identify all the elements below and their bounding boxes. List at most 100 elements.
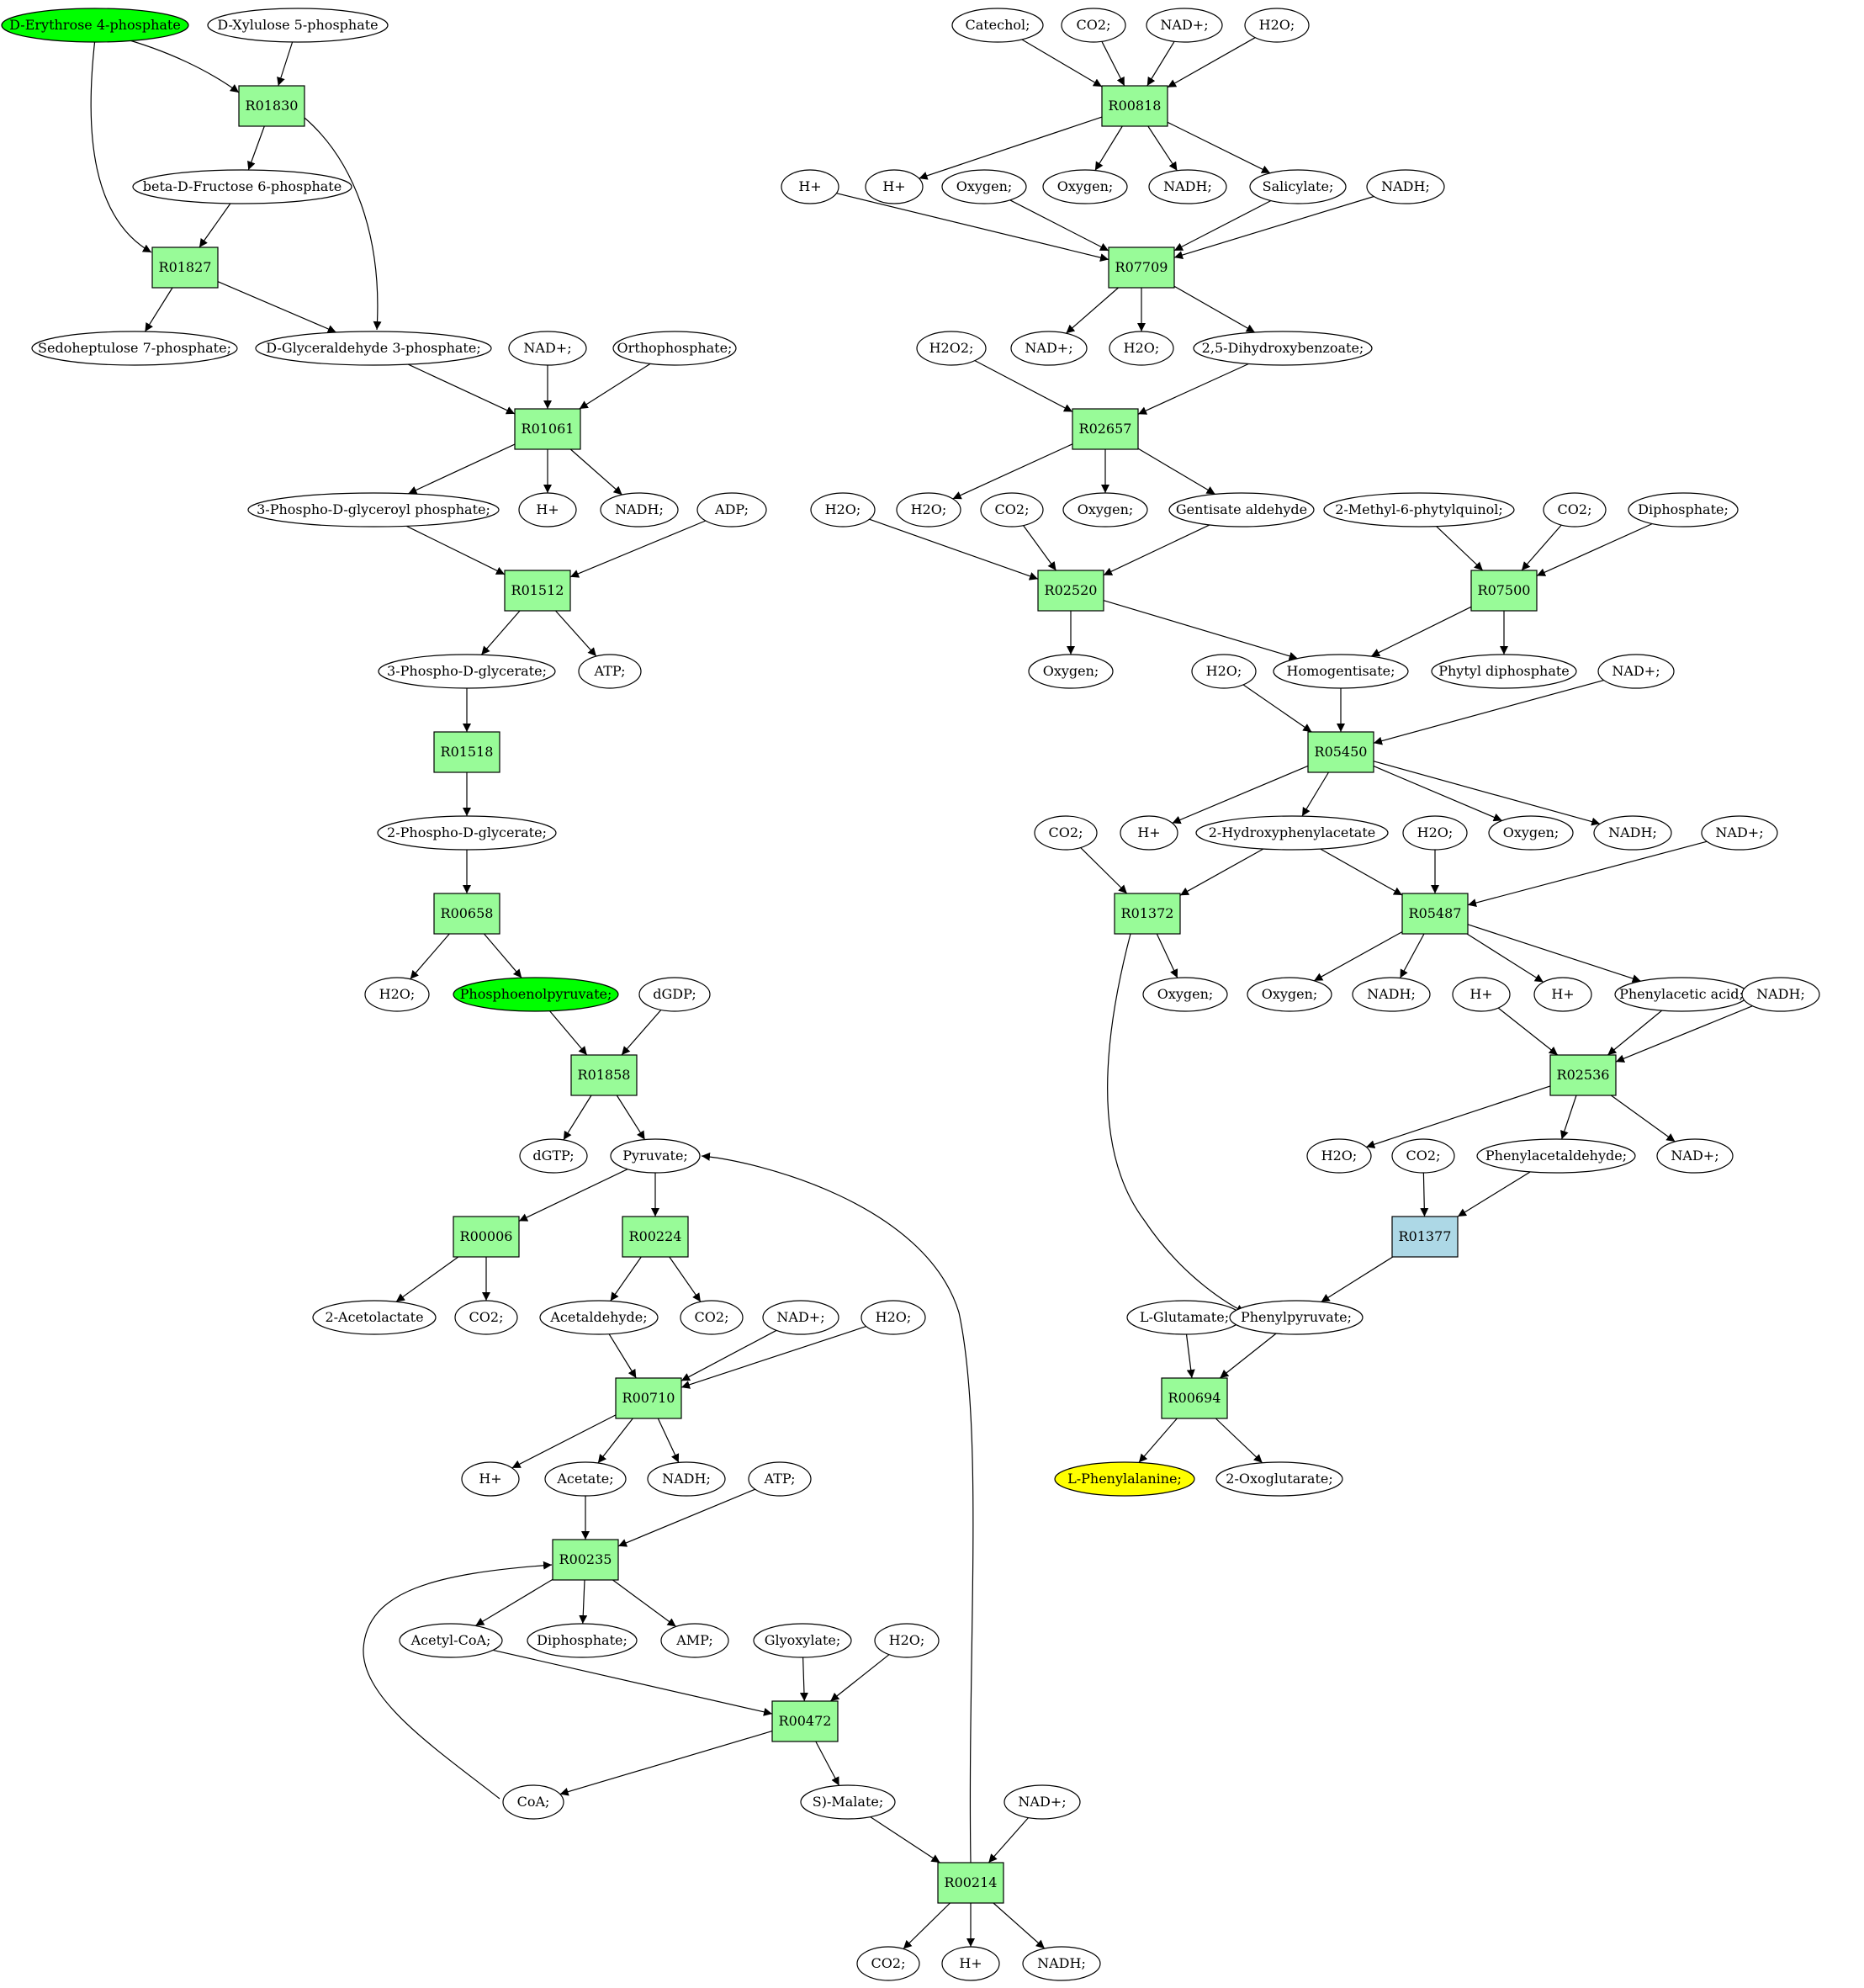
- reaction-node-r14[interactable]: R00818: [1101, 85, 1168, 127]
- metabolite-node-m48[interactable]: Oxygen;: [1042, 169, 1128, 204]
- metabolite-node-m14[interactable]: 2-Phospho-D-glycerate;: [377, 815, 557, 851]
- reaction-node-r13[interactable]: R00214: [937, 1862, 1004, 1904]
- metabolite-node-m23[interactable]: CO2;: [680, 1300, 744, 1335]
- metabolite-node-m85[interactable]: Phenylacetaldehyde;: [1476, 1138, 1636, 1174]
- metabolite-node-m60[interactable]: Gentisate aldehyde: [1168, 492, 1315, 527]
- metabolite-node-m67[interactable]: Phytyl diphosphate: [1431, 654, 1577, 689]
- reaction-node-r15[interactable]: R07709: [1108, 247, 1175, 289]
- metabolite-node-m4[interactable]: Sedoheptulose 7-phosphate;: [31, 331, 238, 366]
- metabolite-node-m49[interactable]: NADH;: [1148, 169, 1227, 204]
- reaction-node-r24[interactable]: R00694: [1161, 1377, 1228, 1419]
- reaction-node-r5[interactable]: R01518: [433, 731, 500, 773]
- metabolite-node-m54[interactable]: H2O;: [1109, 331, 1174, 366]
- reaction-node-r4[interactable]: R01512: [504, 570, 571, 612]
- reaction-node-r18[interactable]: R07500: [1470, 570, 1538, 612]
- reaction-node-r17[interactable]: R02520: [1037, 570, 1104, 612]
- metabolite-node-m11[interactable]: ADP;: [696, 492, 767, 527]
- metabolite-node-m58[interactable]: CO2;: [980, 492, 1044, 527]
- metabolite-node-m19[interactable]: Pyruvate;: [610, 1138, 701, 1174]
- reaction-node-r1[interactable]: R01830: [238, 85, 305, 127]
- metabolite-node-m81[interactable]: Phenylacetic acid;: [1614, 977, 1749, 1012]
- metabolite-node-m29[interactable]: ATP;: [748, 1461, 812, 1497]
- metabolite-node-m72[interactable]: H2O;: [1402, 815, 1468, 851]
- metabolite-node-m84[interactable]: CO2;: [1391, 1138, 1455, 1174]
- metabolite-node-m15[interactable]: H2O;: [364, 977, 430, 1012]
- metabolite-node-m51[interactable]: NADH;: [1366, 169, 1445, 204]
- metabolite-node-m88[interactable]: Phenylpyruvate;: [1229, 1300, 1364, 1335]
- reaction-node-r23[interactable]: R01377: [1391, 1216, 1459, 1258]
- reaction-node-r12[interactable]: R00472: [771, 1700, 839, 1742]
- metabolite-node-m13[interactable]: ATP;: [578, 654, 642, 689]
- metabolite-node-m42[interactable]: CO2;: [1061, 8, 1126, 43]
- metabolite-node-m44[interactable]: H2O;: [1244, 8, 1310, 43]
- metabolite-node-m63[interactable]: Diphosphate;: [1628, 492, 1739, 527]
- metabolite-node-m52[interactable]: H2O2;: [916, 331, 987, 366]
- metabolite-node-m1[interactable]: D-Erythrose 4-phosphate: [1, 8, 189, 43]
- metabolite-node-m75[interactable]: NAD+;: [1701, 815, 1778, 851]
- reaction-node-r10[interactable]: R00710: [615, 1377, 682, 1419]
- metabolite-node-m73[interactable]: Oxygen;: [1488, 815, 1574, 851]
- metabolite-node-m57[interactable]: H2O;: [896, 492, 961, 527]
- metabolite-node-m34[interactable]: H2O;: [874, 1623, 940, 1658]
- metabolite-node-m45[interactable]: H+: [781, 169, 839, 204]
- metabolite-node-m56[interactable]: H2O;: [810, 492, 876, 527]
- metabolite-node-m10[interactable]: NADH;: [600, 492, 679, 527]
- reaction-node-r6[interactable]: R00658: [433, 893, 500, 935]
- metabolite-node-m78[interactable]: NADH;: [1352, 977, 1431, 1012]
- metabolite-node-m66[interactable]: Homogentisate;: [1273, 654, 1409, 689]
- metabolite-node-m18[interactable]: dGTP;: [519, 1138, 588, 1174]
- reaction-node-r8[interactable]: R00006: [453, 1216, 520, 1258]
- reaction-node-r21[interactable]: R05487: [1401, 893, 1469, 935]
- metabolite-node-m64[interactable]: Oxygen;: [1028, 654, 1114, 689]
- metabolite-node-m38[interactable]: CO2;: [856, 1946, 920, 1981]
- metabolite-node-m20[interactable]: 2-Acetolactate: [312, 1300, 437, 1335]
- metabolite-node-m37[interactable]: NAD+;: [1003, 1784, 1081, 1820]
- metabolite-node-m70[interactable]: H+: [1120, 815, 1178, 851]
- metabolite-node-m39[interactable]: H+: [941, 1946, 1000, 1981]
- metabolite-node-m24[interactable]: NAD+;: [762, 1300, 839, 1335]
- metabolite-node-m68[interactable]: NAD+;: [1597, 654, 1675, 689]
- metabolite-node-m3[interactable]: beta-D-Fructose 6-phosphate: [132, 169, 352, 204]
- metabolite-node-m41[interactable]: Catechol;: [951, 8, 1044, 43]
- metabolite-node-m9[interactable]: H+: [518, 492, 577, 527]
- reaction-node-r9[interactable]: R00224: [622, 1216, 689, 1258]
- metabolite-node-m30[interactable]: Acetyl-CoA;: [399, 1623, 503, 1658]
- metabolite-node-m31[interactable]: Diphosphate;: [527, 1623, 638, 1658]
- metabolite-node-m62[interactable]: CO2;: [1543, 492, 1607, 527]
- metabolite-node-m90[interactable]: 2-Oxoglutarate;: [1215, 1461, 1343, 1497]
- metabolite-node-m2[interactable]: D-Xylulose 5-phosphate: [207, 8, 389, 43]
- metabolite-node-m5[interactable]: D-Glyceraldehyde 3-phosphate;: [255, 331, 492, 366]
- metabolite-node-m86[interactable]: NAD+;: [1656, 1138, 1734, 1174]
- metabolite-node-m40[interactable]: NADH;: [1022, 1946, 1101, 1981]
- reaction-node-r16[interactable]: R02657: [1072, 408, 1139, 450]
- metabolite-node-m33[interactable]: Glyoxylate;: [753, 1623, 852, 1658]
- metabolite-node-m35[interactable]: CoA;: [502, 1784, 564, 1820]
- metabolite-node-m76[interactable]: Oxygen;: [1142, 977, 1228, 1012]
- metabolite-node-m89[interactable]: L-Phenylalanine;: [1054, 1461, 1195, 1497]
- metabolite-node-m53[interactable]: NAD+;: [1010, 331, 1088, 366]
- metabolite-node-m8[interactable]: 3-Phospho-D-glyceroyl phosphate;: [247, 492, 500, 527]
- metabolite-node-m82[interactable]: NADH;: [1741, 977, 1820, 1012]
- metabolite-node-m26[interactable]: H+: [461, 1461, 520, 1497]
- metabolite-node-m36[interactable]: S)-Malate;: [800, 1784, 896, 1820]
- metabolite-node-m21[interactable]: CO2;: [454, 1300, 518, 1335]
- metabolite-node-m65[interactable]: H2O;: [1191, 654, 1257, 689]
- metabolite-node-m43[interactable]: NAD+;: [1146, 8, 1223, 43]
- metabolite-node-m28[interactable]: NADH;: [647, 1461, 726, 1497]
- reaction-node-r22[interactable]: R02536: [1549, 1054, 1617, 1096]
- metabolite-node-m47[interactable]: Oxygen;: [941, 169, 1027, 204]
- reaction-node-r3[interactable]: R01061: [514, 408, 581, 450]
- metabolite-node-m46[interactable]: H+: [865, 169, 924, 204]
- metabolite-node-m83[interactable]: H2O;: [1306, 1138, 1372, 1174]
- metabolite-node-m59[interactable]: Oxygen;: [1062, 492, 1148, 527]
- reaction-node-r7[interactable]: R01858: [570, 1054, 638, 1096]
- metabolite-node-m32[interactable]: AMP;: [660, 1623, 729, 1658]
- metabolite-node-m80[interactable]: H+: [1533, 977, 1592, 1012]
- metabolite-node-m50[interactable]: Salicylate;: [1249, 169, 1347, 204]
- metabolite-node-m16[interactable]: Phosphoenolpyruvate;: [453, 977, 619, 1012]
- reaction-node-r2[interactable]: R01827: [151, 247, 219, 289]
- metabolite-node-m55[interactable]: 2,5-Dihydroxybenzoate;: [1193, 331, 1373, 366]
- metabolite-node-m71[interactable]: 2-Hydroxyphenylacetate: [1195, 815, 1389, 851]
- metabolite-node-m79[interactable]: H+: [1452, 977, 1511, 1012]
- metabolite-node-m61[interactable]: 2-Methyl-6-phytylquinol;: [1323, 492, 1515, 527]
